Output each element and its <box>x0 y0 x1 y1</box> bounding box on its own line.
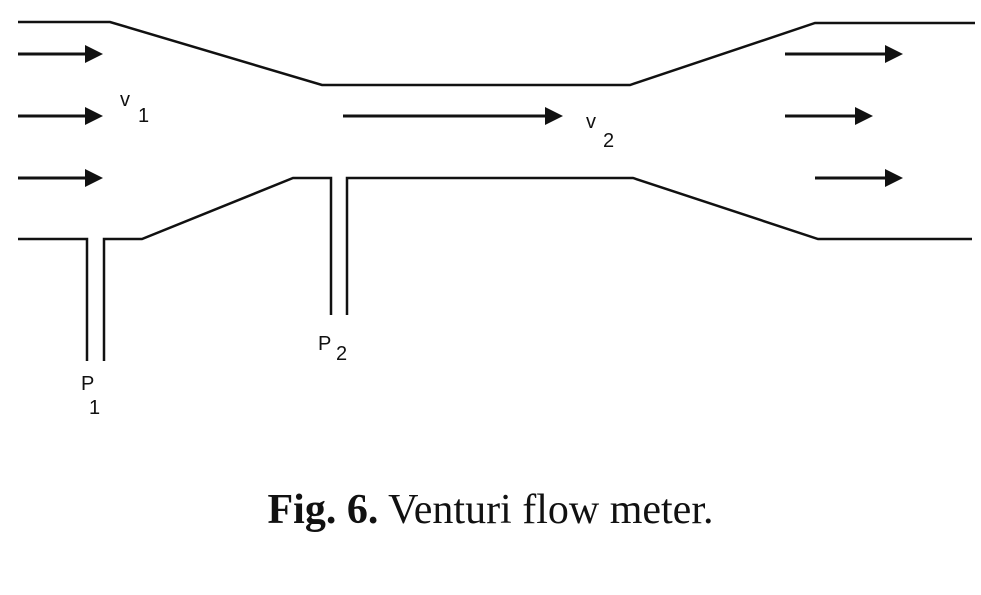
lower-pipe-wall-outlet <box>345 176 972 315</box>
label-p1-sub: 1 <box>89 397 100 419</box>
label-v1: v <box>120 89 130 111</box>
upper-pipe-wall <box>18 20 975 87</box>
lower-pipe-wall-converging <box>102 176 333 361</box>
figure-caption-text: Venturi flow meter. <box>388 487 714 533</box>
label-v1-sub: 1 <box>138 105 149 127</box>
lower-pipe-wall-inlet <box>18 237 89 361</box>
label-v2-sub: 2 <box>603 130 614 152</box>
label-p2-sub: 2 <box>336 343 347 365</box>
label-p1: P <box>81 373 94 395</box>
label-p2: P <box>318 333 331 355</box>
label-v2: v <box>586 111 596 133</box>
figure-caption: Fig. 6. Venturi flow meter. <box>0 486 981 534</box>
figure-number: Fig. 6. <box>267 487 379 533</box>
